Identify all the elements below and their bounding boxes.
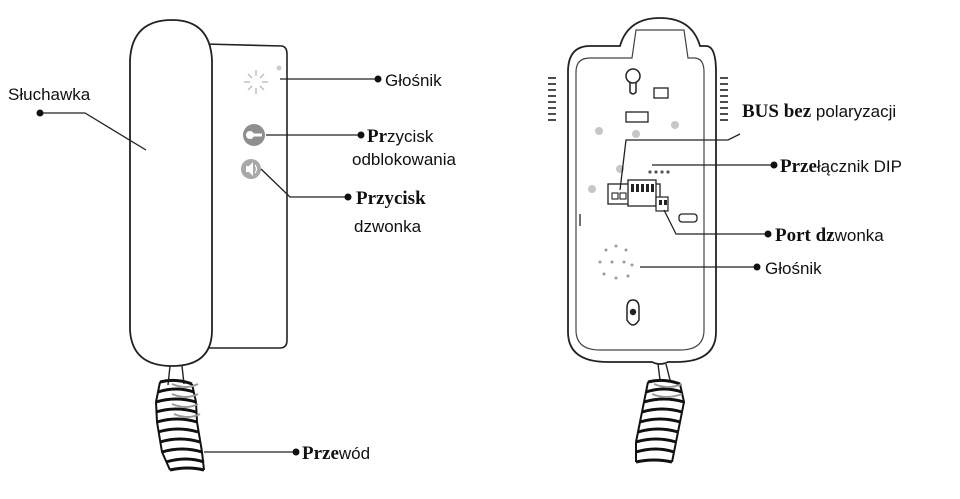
label-przycisk-odblokowania-rest: zycisk [387, 127, 434, 146]
back-slot [678, 213, 698, 223]
label-port-bold: Port dz [775, 225, 835, 246]
front-leader-dots [36, 75, 382, 456]
mount-keyhole-bottom [626, 299, 640, 326]
back-side-grips [548, 77, 728, 121]
coiled-cord-back-light [651, 383, 683, 398]
back-speaker-holes [598, 244, 634, 280]
front-speaker-icon [244, 70, 268, 94]
label-bus-bold: BUS bez [742, 101, 812, 122]
label-bus-rest: polaryzacji [811, 102, 896, 121]
label-bus-bez-polaryzacji: BUS bez polaryzacji [742, 101, 896, 122]
front-base-body [204, 43, 288, 349]
front-speaker-dot [276, 65, 282, 71]
back-cord-stub [657, 363, 671, 381]
dip-pin-dots [648, 170, 670, 174]
label-przewod-rest: wód [338, 444, 370, 463]
coiled-cord-back [635, 378, 686, 464]
back-leader-dots [753, 161, 778, 271]
label-przycisk-odblokowania: Przycisk [367, 126, 434, 147]
back-rect-small [653, 87, 669, 99]
coiled-cord-front-light [171, 383, 201, 418]
label-dip-bold: Prze [780, 156, 817, 177]
front-leader-lines [40, 78, 378, 453]
back-leader-lines [619, 133, 774, 268]
label-przycisk-odblokowania-line2: odblokowania [352, 150, 457, 169]
back-view: BUS bez polaryzacji Przełącznik DIP Port… [548, 17, 902, 464]
back-rect-label [625, 111, 649, 123]
label-glosnik-front: Głośnik [385, 71, 442, 90]
label-port-dzwonka: Port dzwonka [775, 225, 884, 246]
key-icon [246, 131, 262, 139]
front-view: Słuchawka Głośnik Przycisk odblokowania … [8, 19, 457, 472]
dip-switch-block [607, 179, 669, 212]
label-przewod-bold: Prze [302, 443, 339, 464]
label-sluchawka: Słuchawka [8, 85, 91, 104]
label-dip-rest: łącznik DIP [817, 157, 902, 176]
label-przewod: Przewód [302, 443, 370, 464]
label-przycisk-dzwonka-line1: Przycisk [356, 188, 426, 209]
speaker-icon [246, 162, 258, 176]
label-przelacznik-dip: Przełącznik DIP [780, 156, 902, 177]
mount-keyhole-top [625, 68, 641, 95]
label-glosnik-back: Głośnik [765, 259, 822, 278]
label-przycisk-dzwonka-line2: dzwonka [354, 217, 422, 236]
handset [129, 19, 213, 367]
label-port-rest: wonka [834, 226, 885, 245]
label-przycisk-odblokowania-pr: Pr [367, 126, 388, 147]
